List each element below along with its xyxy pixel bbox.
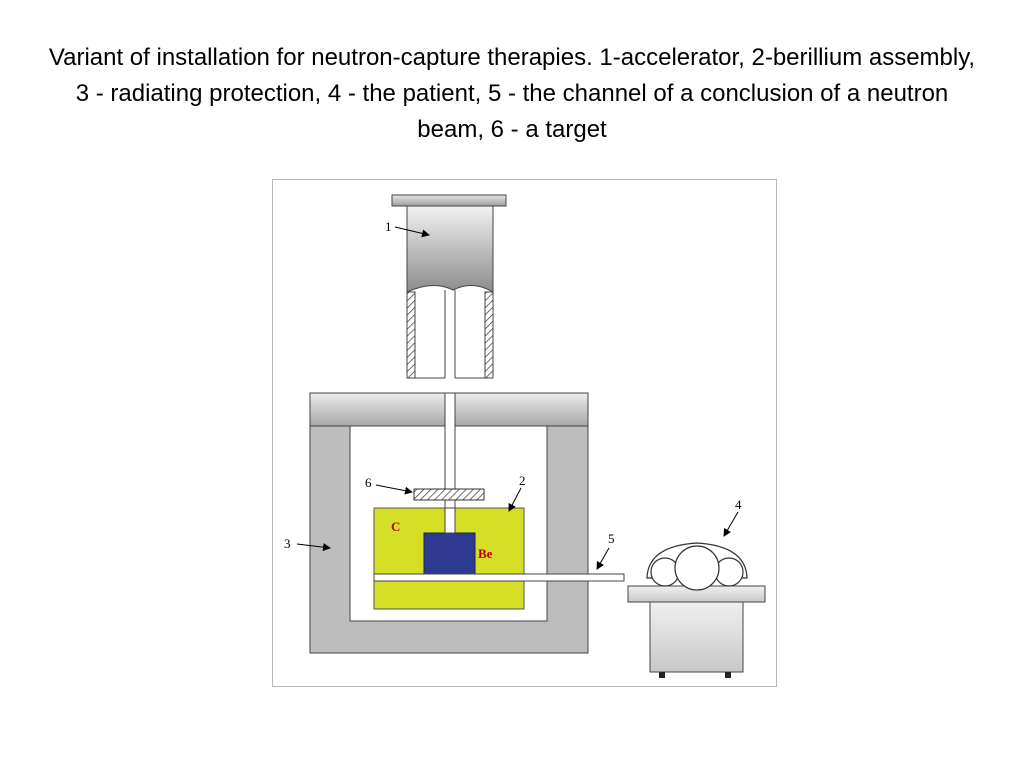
page-title: Variant of installation for neutron-capt… — [48, 44, 976, 143]
label-1: 1 — [385, 219, 392, 234]
accelerator-cap — [391, 194, 507, 207]
table-wheel-left — [659, 672, 665, 678]
arrow-4 — [723, 511, 739, 537]
accelerator-tube-wall-right — [484, 291, 494, 379]
table-base — [649, 601, 744, 673]
beryllium-assembly: C Be — [373, 507, 525, 610]
label-4: 4 — [735, 497, 742, 512]
carbon-material-label: C — [391, 519, 400, 534]
label-2: 2 — [519, 473, 526, 488]
patient — [646, 542, 748, 591]
arrow-2 — [508, 487, 522, 512]
beam-pipe-lower — [444, 507, 456, 534]
patient-head — [674, 545, 720, 591]
label-6: 6 — [365, 475, 372, 490]
diagram-svg: C Be 1 2 3 4 5 6 — [284, 194, 766, 678]
target — [413, 488, 485, 501]
table-wheel-right — [725, 672, 731, 678]
beryllium-material-label: Be — [478, 546, 493, 561]
arrow-1 — [394, 226, 430, 238]
neutron-beam-channel — [373, 573, 625, 582]
patient-table — [627, 585, 766, 678]
label-3: 3 — [284, 536, 291, 551]
installation-diagram: C Be 1 2 3 4 5 6 — [272, 179, 777, 687]
arrow-3 — [296, 543, 331, 552]
arrow-5 — [596, 547, 610, 570]
label-5: 5 — [608, 531, 615, 546]
accelerator-body — [406, 205, 494, 293]
accelerator — [391, 194, 507, 379]
arrow-6 — [375, 484, 413, 495]
accelerator-tube-wall-left — [406, 291, 416, 379]
beryllium-block — [423, 532, 476, 575]
